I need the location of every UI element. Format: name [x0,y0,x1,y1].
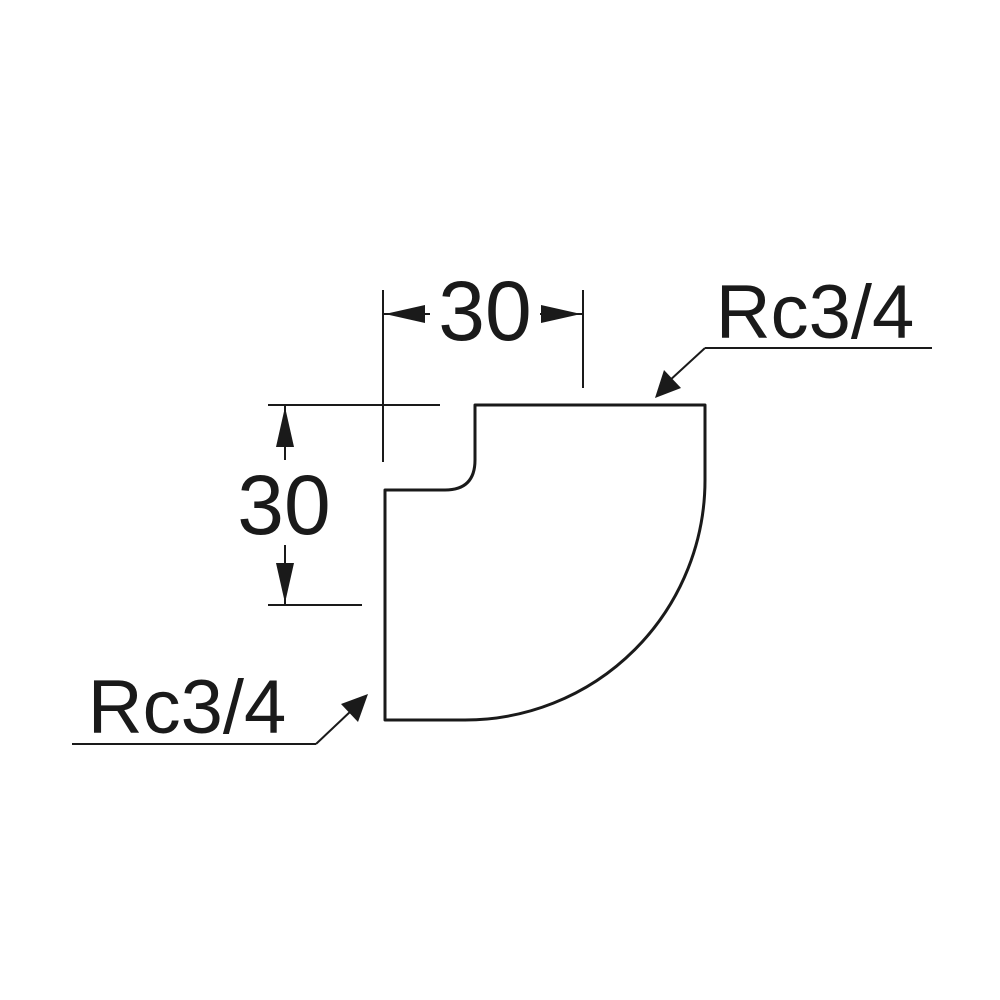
elbow-outline [383,403,707,722]
v-dim-arrow-bottom [276,563,294,603]
callout-leader-top-right [667,347,706,383]
h-dim-arrow-right [541,305,581,323]
h-dim-arrow-left [385,305,425,323]
v-dim-value: 30 [237,458,330,552]
thread-label-top-right: Rc3/4 [716,270,915,355]
callout-arrow-top-right [655,370,681,398]
thread-label-bottom-left: Rc3/4 [88,665,287,750]
h-dim-value: 30 [438,264,531,358]
v-dim-arrow-top [276,407,294,447]
callout-arrow-bottom-left [341,694,368,722]
callout-leader-bottom-left [315,709,353,745]
